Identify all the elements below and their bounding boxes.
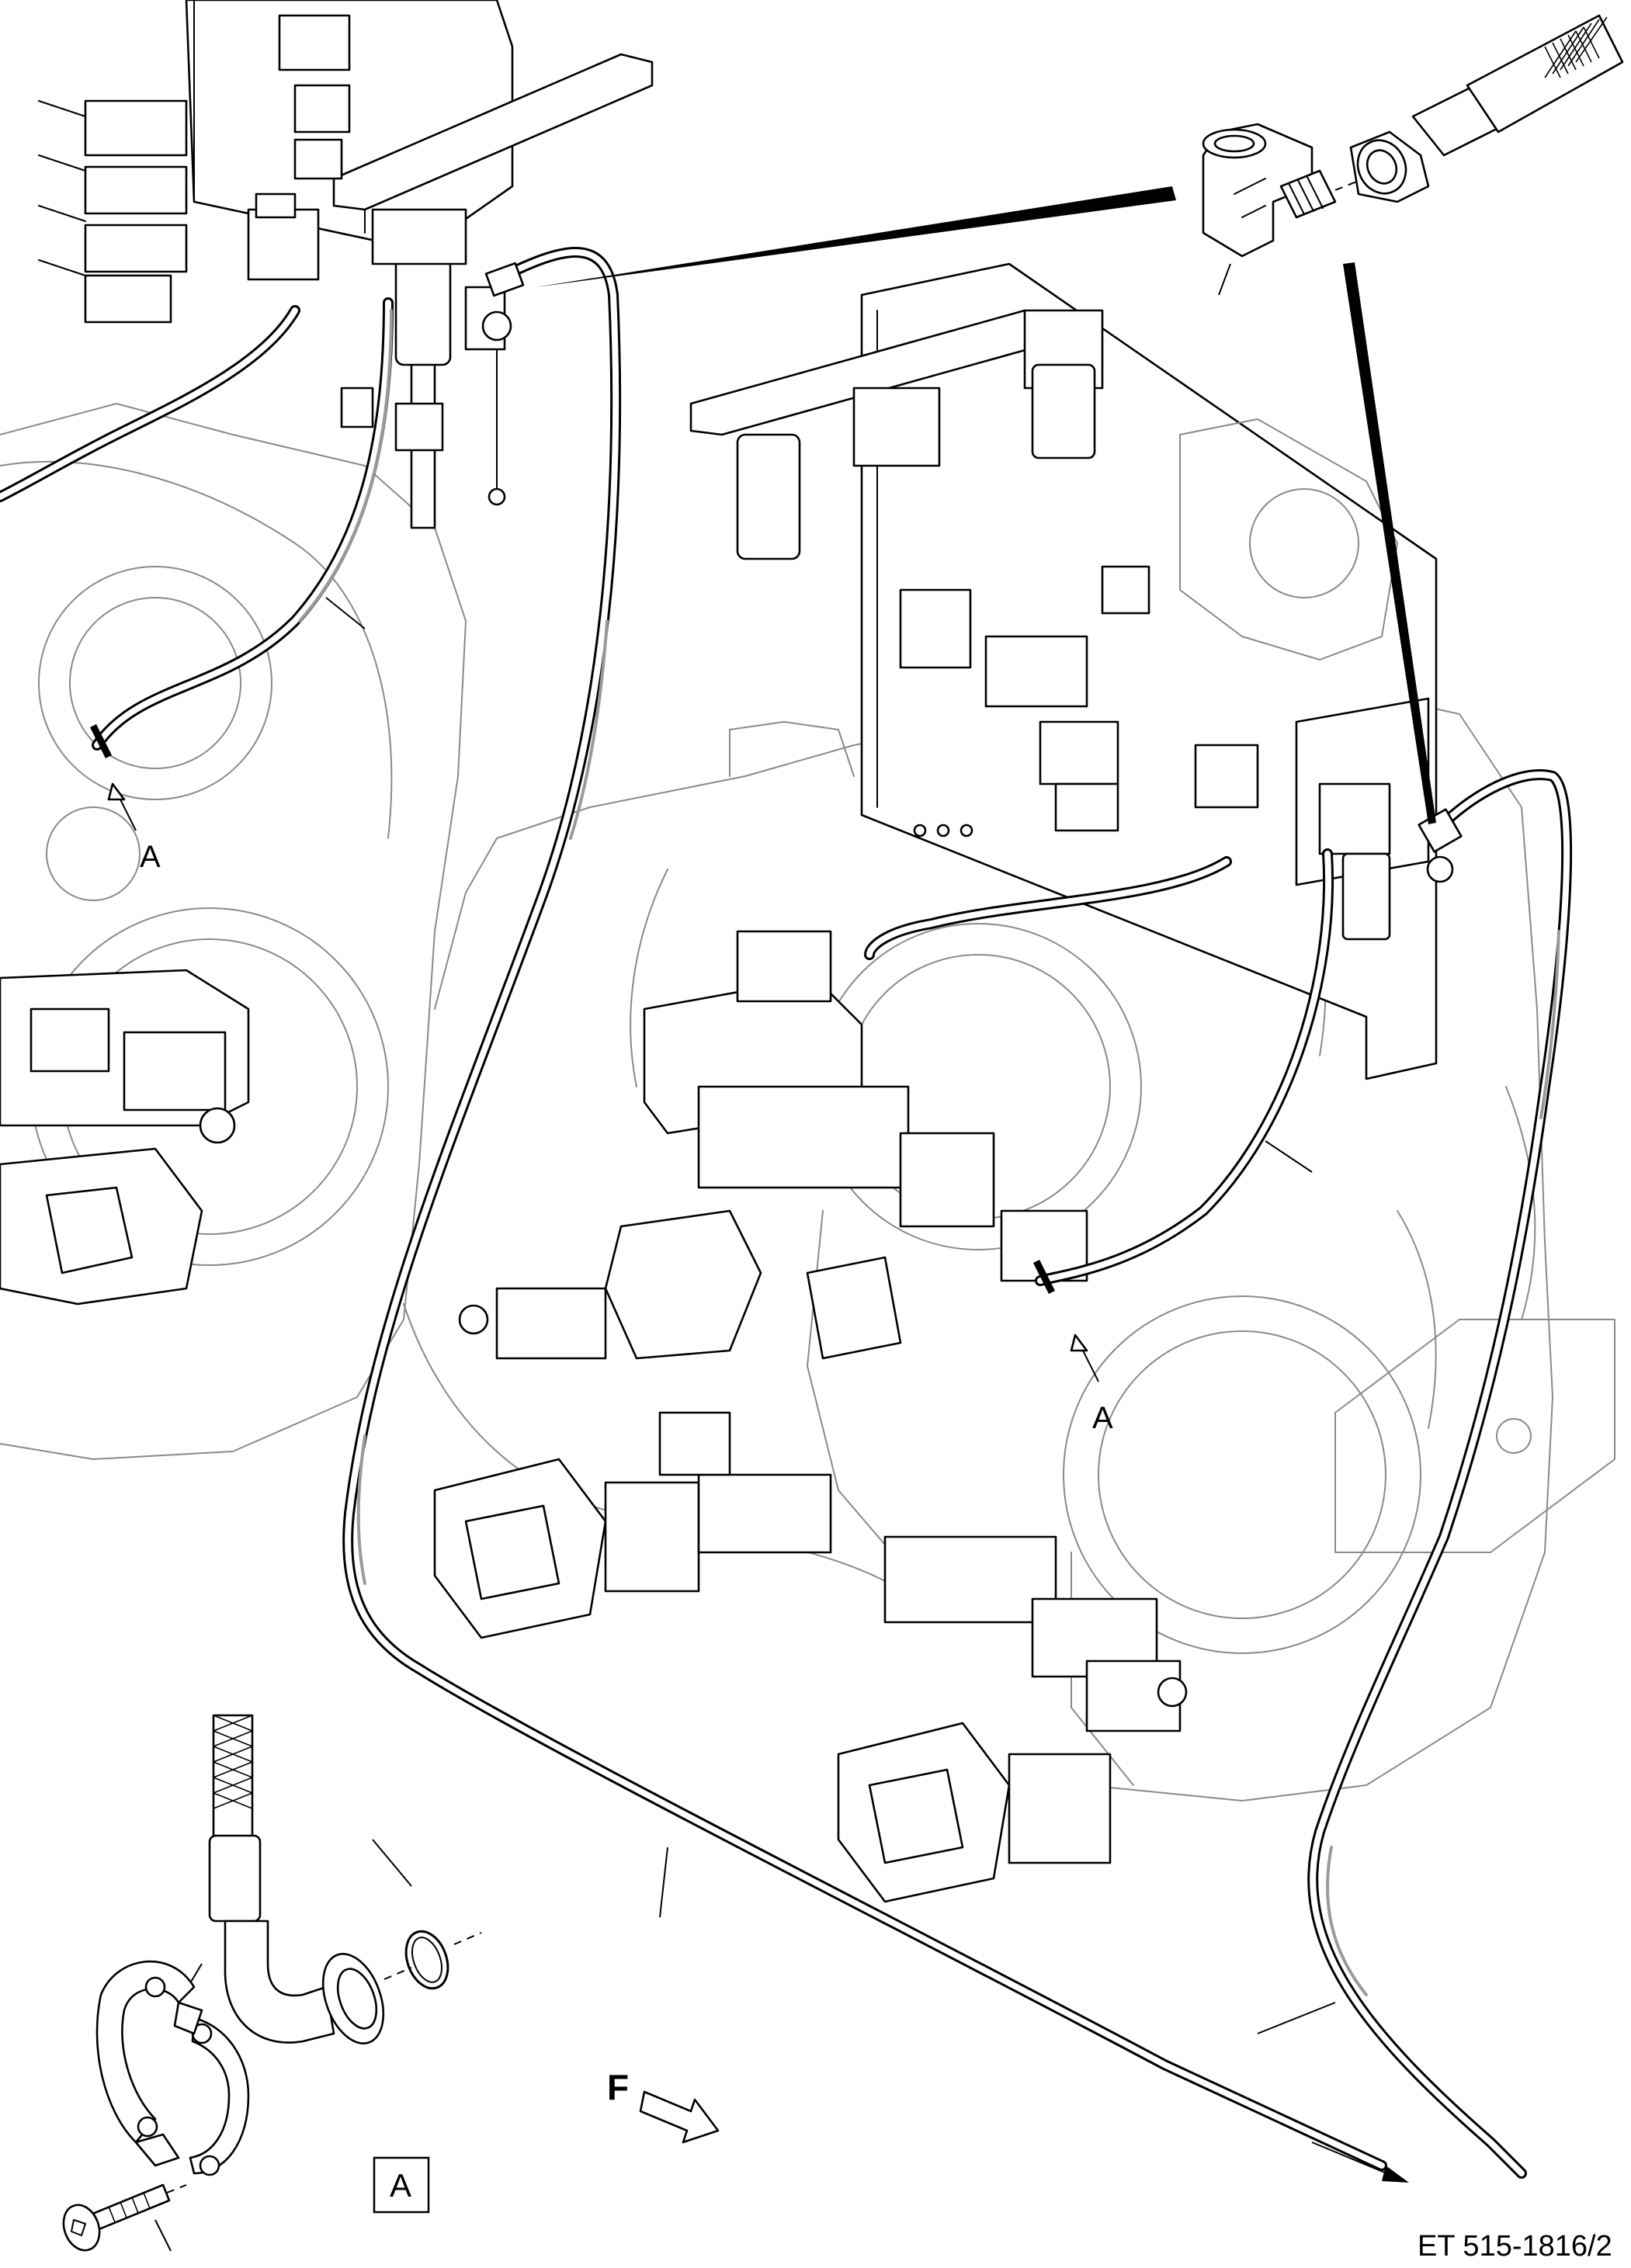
upper-left-valve-panel	[38, 0, 654, 529]
detail-box-label: A	[390, 2167, 411, 2204]
detail-elbow-fitting	[1202, 14, 1624, 258]
direction-label: F	[607, 2067, 629, 2107]
direction-arrow	[639, 2090, 720, 2144]
marker-a-left: A	[140, 840, 161, 874]
pump-assemblies	[0, 930, 1188, 1903]
marker-a-right: A	[1092, 1401, 1113, 1435]
document-number: ET 515-1816/2	[1418, 2230, 1612, 2263]
callout-leaders	[107, 186, 1436, 2252]
upper-right-valve-panel	[689, 262, 1454, 1080]
hoses	[0, 247, 1573, 2179]
detail-a-flange-connection	[62, 1714, 482, 2252]
detail-a-box	[373, 2156, 430, 2214]
hose-end-arrow	[1311, 2141, 1409, 2183]
